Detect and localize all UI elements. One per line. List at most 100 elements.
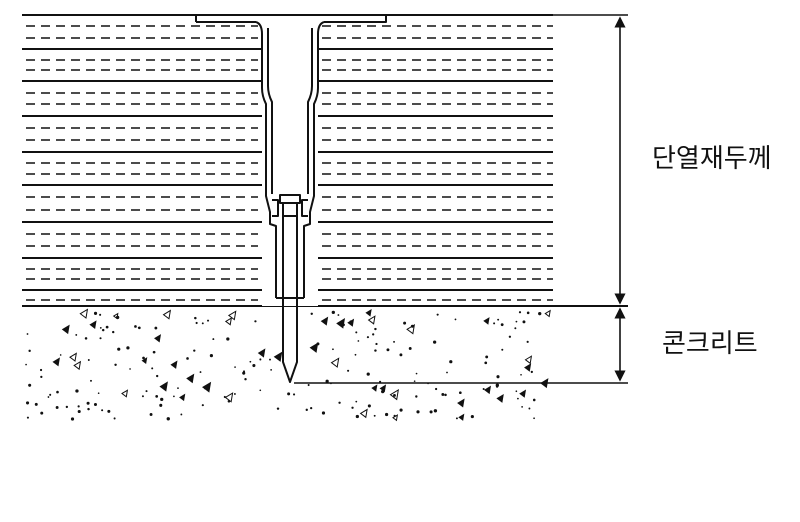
- aggregate-dot: [99, 337, 102, 340]
- concrete-label: 콘크리트: [662, 329, 758, 359]
- aggregate-dot: [521, 406, 523, 408]
- aggregate-stone: [365, 309, 372, 317]
- aggregate-stone: [457, 398, 465, 408]
- aggregate-dot: [252, 363, 256, 368]
- aggregate-stone: [154, 334, 162, 343]
- aggregate-dot: [134, 325, 137, 328]
- aggregate-dot: [366, 336, 370, 339]
- aggregate-dot: [269, 358, 271, 361]
- aggregate-dot: [87, 359, 90, 361]
- nail-shaft: [282, 216, 298, 383]
- aggregate-stone: [159, 381, 168, 392]
- aggregate-dot: [114, 363, 117, 367]
- aggregate-dot: [40, 375, 43, 378]
- aggregate-dot: [375, 342, 378, 346]
- aggregate-dot: [28, 349, 31, 353]
- aggregate-dot: [508, 335, 512, 338]
- aggregate-dot: [99, 313, 102, 316]
- aggregate-stone: [519, 389, 527, 398]
- aggregate-dot: [212, 338, 215, 341]
- aggregate-dot: [195, 321, 198, 325]
- aggregate-stone: [257, 348, 266, 358]
- aggregate-dot: [101, 328, 105, 332]
- aggregate-dot: [233, 393, 236, 395]
- aggregate-dot: [310, 312, 313, 315]
- aggregate-stone: [61, 324, 70, 335]
- aggregate-stone: [483, 317, 490, 325]
- aggregate-dot: [393, 393, 396, 397]
- aggregate-dot: [415, 372, 418, 375]
- aggregate-stone: [347, 318, 355, 327]
- aggregate-stone: [392, 414, 399, 422]
- insulation-anchor-fastener: [195, 14, 387, 383]
- aggregate-dot: [399, 408, 403, 412]
- aggregate-dot: [403, 321, 407, 325]
- aggregate-stone: [330, 357, 340, 368]
- sleeve-right: [303, 21, 325, 298]
- aggregate-dot: [154, 326, 158, 330]
- aggregate-dot: [87, 407, 90, 411]
- aggregate-dot: [497, 318, 500, 321]
- aggregate-dot: [305, 408, 308, 412]
- aggregate-dot: [374, 349, 377, 352]
- aggregate-dot: [39, 368, 43, 372]
- aggregate-dot: [449, 360, 453, 364]
- aggregate-dot: [254, 320, 257, 323]
- nail-head: [279, 194, 301, 204]
- aggregate-dot: [373, 414, 376, 417]
- aggregate-dot: [307, 384, 310, 387]
- aggregate-stone: [227, 310, 237, 321]
- sleeve-left: [255, 21, 277, 298]
- aggregate-dot: [444, 393, 447, 397]
- aggregate-dot: [441, 393, 445, 396]
- aggregate-stone: [112, 312, 119, 320]
- concrete-aggregate: [25, 308, 551, 422]
- aggregate-dot: [201, 322, 204, 325]
- aggregate-dot: [270, 368, 273, 371]
- aggregate-dot: [384, 412, 389, 417]
- aggregate-dot: [354, 353, 357, 356]
- aggregate-dot: [99, 326, 102, 329]
- aggregate-dot: [152, 350, 156, 354]
- aggregate-stone: [52, 357, 60, 367]
- aggregate-dot: [530, 370, 533, 374]
- aggregate-dot: [207, 319, 210, 322]
- aggregate-stone: [336, 318, 346, 329]
- aggregate-dot: [517, 397, 519, 400]
- aggregate-dot: [331, 310, 335, 315]
- aggregate-dot: [347, 369, 350, 372]
- aggregate-dot: [484, 361, 488, 365]
- aggregate-dot: [520, 373, 522, 376]
- aggregate-dot: [117, 347, 121, 351]
- aggregate-stone: [371, 384, 378, 392]
- aggregate-stone: [496, 393, 504, 403]
- aggregate-dot: [374, 327, 377, 331]
- aggregate-stone: [359, 408, 368, 419]
- aggregate-dot: [159, 403, 163, 407]
- aggregate-dot: [366, 372, 370, 376]
- fastener-channel-background: [262, 14, 318, 306]
- aggregate-dot: [259, 389, 262, 392]
- aggregate-dot: [355, 331, 358, 334]
- aggregate-dot: [482, 388, 485, 391]
- aggregate-dot: [337, 314, 340, 316]
- aggregate-stone: [202, 381, 212, 393]
- aggregate-dot: [496, 375, 500, 379]
- aggregate-dot: [112, 330, 115, 334]
- aggregate-dot: [26, 416, 29, 419]
- aggregate-dot: [90, 379, 92, 382]
- aggregate-dot: [101, 409, 104, 412]
- aggregate-dot: [105, 325, 109, 329]
- aggregate-dot: [532, 398, 536, 402]
- aggregate-dot: [47, 396, 50, 398]
- aggregate-dot: [372, 333, 375, 336]
- aggregate-dot: [86, 401, 90, 405]
- aggregate-dot: [34, 402, 38, 406]
- aggregate-dot: [393, 340, 395, 343]
- aggregate-dot: [357, 340, 360, 342]
- aggregate-dot: [533, 417, 535, 420]
- aggregate-stone: [141, 357, 148, 365]
- aggregate-dot: [514, 327, 517, 330]
- aggregate-dot: [138, 326, 141, 330]
